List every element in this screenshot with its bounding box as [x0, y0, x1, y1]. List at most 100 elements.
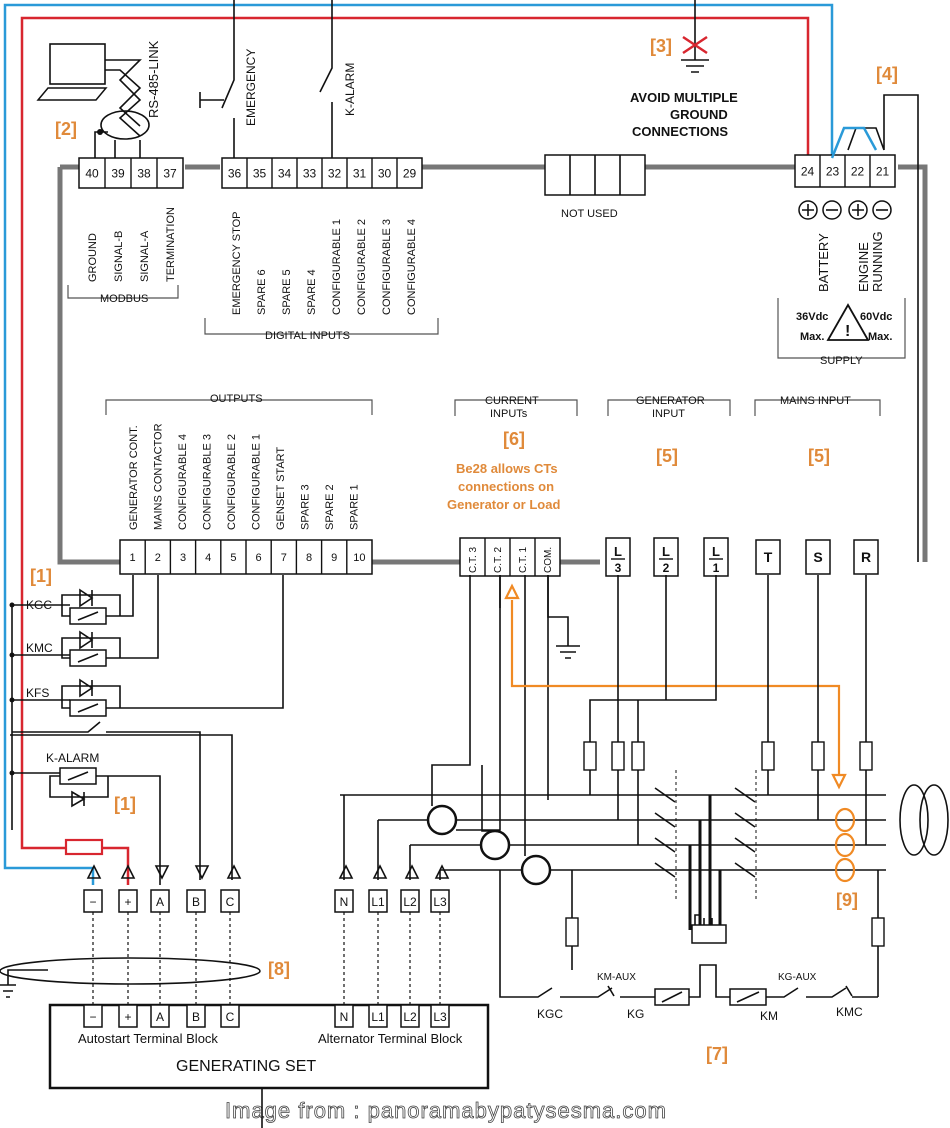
alternator-upper-terminal-3: L3 — [433, 895, 447, 909]
label-kmc: KMC — [836, 1005, 863, 1019]
digital-terminal-3: 33 — [303, 166, 317, 180]
ref-6: [6] — [503, 429, 525, 449]
supply-terminal-2: 22 — [851, 164, 865, 178]
output-label-2: CONFIGURABLE 4 — [177, 434, 189, 530]
digital-label-0: EMERGENCY STOP — [231, 211, 243, 315]
digital-title: DIGITAL INPUTS — [265, 330, 350, 342]
ct-note-1: Be28 allows CTs — [456, 461, 558, 476]
shield-cable — [0, 957, 261, 998]
digital-label-6: CONFIGURABLE 3 — [381, 219, 393, 315]
ground-note-2: GROUND — [670, 107, 728, 122]
ct-terminal-block: C.T. 3 C.T. 2 C.T. 1 COM. — [459, 537, 561, 577]
output-terminal-7: 8 — [306, 552, 312, 564]
digital-terminal-5: 31 — [353, 166, 367, 180]
not-used-block — [544, 154, 646, 196]
label-kg: KG — [627, 1007, 644, 1021]
battery-plus-wire — [20, 16, 810, 885]
autostart-upper-terminal-4: C — [226, 895, 235, 909]
label-km-aux: KM-AUX — [597, 972, 636, 983]
label-kgc: KGC — [537, 1007, 563, 1021]
modbus-label-3: TERMINATION — [165, 207, 177, 282]
supply-title: SUPPLY — [820, 355, 863, 367]
digital-label-1: SPARE 6 — [256, 269, 268, 315]
ref-2: [2] — [55, 119, 77, 139]
alternator-lower-terminal-2: L2 — [403, 1010, 417, 1024]
digital-terminal-7: 29 — [403, 166, 417, 180]
mains-title: MAINS INPUT — [780, 395, 851, 407]
ct-note-2: connections on — [458, 479, 554, 494]
warning-mark: ! — [845, 323, 850, 340]
rs485-label: RS-485-LINK — [146, 40, 161, 118]
alternator-upper-terminal-0: N — [340, 895, 349, 909]
ct-ground — [547, 575, 580, 659]
output-terminal-3: 4 — [205, 552, 211, 564]
ct-alt-connection — [510, 600, 841, 775]
load-cts — [834, 807, 856, 883]
modbus-label-0: GROUND — [87, 233, 99, 282]
contactor-control — [499, 870, 885, 1006]
warning-icon — [826, 303, 870, 341]
modbus-terminal-3: 37 — [163, 166, 177, 180]
ground-note-1: AVOID MULTIPLE — [630, 90, 738, 105]
gen-terminal-1: L — [662, 544, 670, 559]
output-terminal-4: 5 — [230, 552, 236, 564]
ref-1: [1] — [30, 566, 52, 586]
supply-v1a: 36Vdc — [796, 311, 828, 323]
genset-label: GENERATING SET — [176, 1058, 316, 1075]
output-terminal-8: 9 — [331, 552, 337, 564]
modbus-terminal-1: 39 — [111, 166, 125, 180]
modbus-label-1: SIGNAL-B — [113, 231, 125, 282]
load-icon — [691, 914, 727, 944]
ct-terminal-1: C.T. 2 — [493, 546, 504, 573]
ground-symbol-top — [681, 0, 709, 73]
supply-v2a: 60Vdc — [860, 311, 892, 323]
output-label-9: SPARE 1 — [349, 484, 361, 530]
relay-kalarm: K-ALARM — [46, 751, 99, 765]
gen-title-2: INPUT — [652, 408, 685, 420]
autostart-upper-terminal-2: A — [156, 895, 164, 909]
watermark: Image from : panoramabypatysesma.com — [225, 1098, 667, 1123]
digital-terminal-4: 32 — [328, 166, 342, 180]
engine-label-1: ENGINE — [856, 242, 871, 292]
emergency-switch — [199, 0, 235, 158]
gen-terminal-0: L — [614, 544, 622, 559]
fuse — [64, 838, 104, 856]
ct-terminal-0: C.T. 3 — [468, 546, 479, 573]
autostart-label: Autostart Terminal Block — [78, 1031, 218, 1046]
autostart-lower-terminal-1: + — [124, 1010, 131, 1024]
output-label-1: MAINS CONTACTOR — [153, 423, 165, 530]
mains-terminal-2: R — [861, 549, 871, 565]
alternator-lower-terminal-0: N — [340, 1010, 349, 1024]
outputs-title: OUTPUTS — [210, 393, 263, 405]
digital-label-2: SPARE 5 — [281, 269, 293, 315]
digital-label-4: CONFIGURABLE 1 — [331, 219, 343, 315]
relay-kgc: KGC — [26, 598, 52, 612]
gen-terminal-sub-0: 3 — [615, 561, 622, 575]
ref-9: [9] — [836, 890, 858, 910]
relays — [9, 575, 284, 885]
output-label-8: SPARE 2 — [324, 484, 336, 530]
modbus-terminal-0: 40 — [85, 166, 99, 180]
ct-terminal-3: COM. — [543, 547, 554, 573]
digital-terminal-6: 30 — [378, 166, 392, 180]
autostart-lower-terminal-0: − — [89, 1010, 96, 1024]
gen-title-1: GENERATOR — [636, 395, 705, 407]
supply-v2b: Max. — [868, 331, 892, 343]
output-label-0: GENERATOR CONT. — [128, 425, 140, 530]
ct-terminal-2: C.T. 1 — [518, 546, 529, 573]
relay-kmc: KMC — [26, 641, 53, 655]
output-terminal-1: 2 — [155, 552, 161, 564]
gen-terminal-sub-2: 1 — [713, 561, 720, 575]
current-title-1: CURRENT — [485, 395, 539, 407]
modbus-title: MODBUS — [100, 293, 148, 305]
ref-5a: [5] — [656, 446, 678, 466]
ref-1b: [1] — [114, 794, 136, 814]
supply-polarity — [798, 200, 892, 220]
ref-8: [8] — [268, 959, 290, 979]
generating-set-box — [48, 1003, 490, 1090]
engine-label-2: RUNNING — [870, 231, 885, 292]
